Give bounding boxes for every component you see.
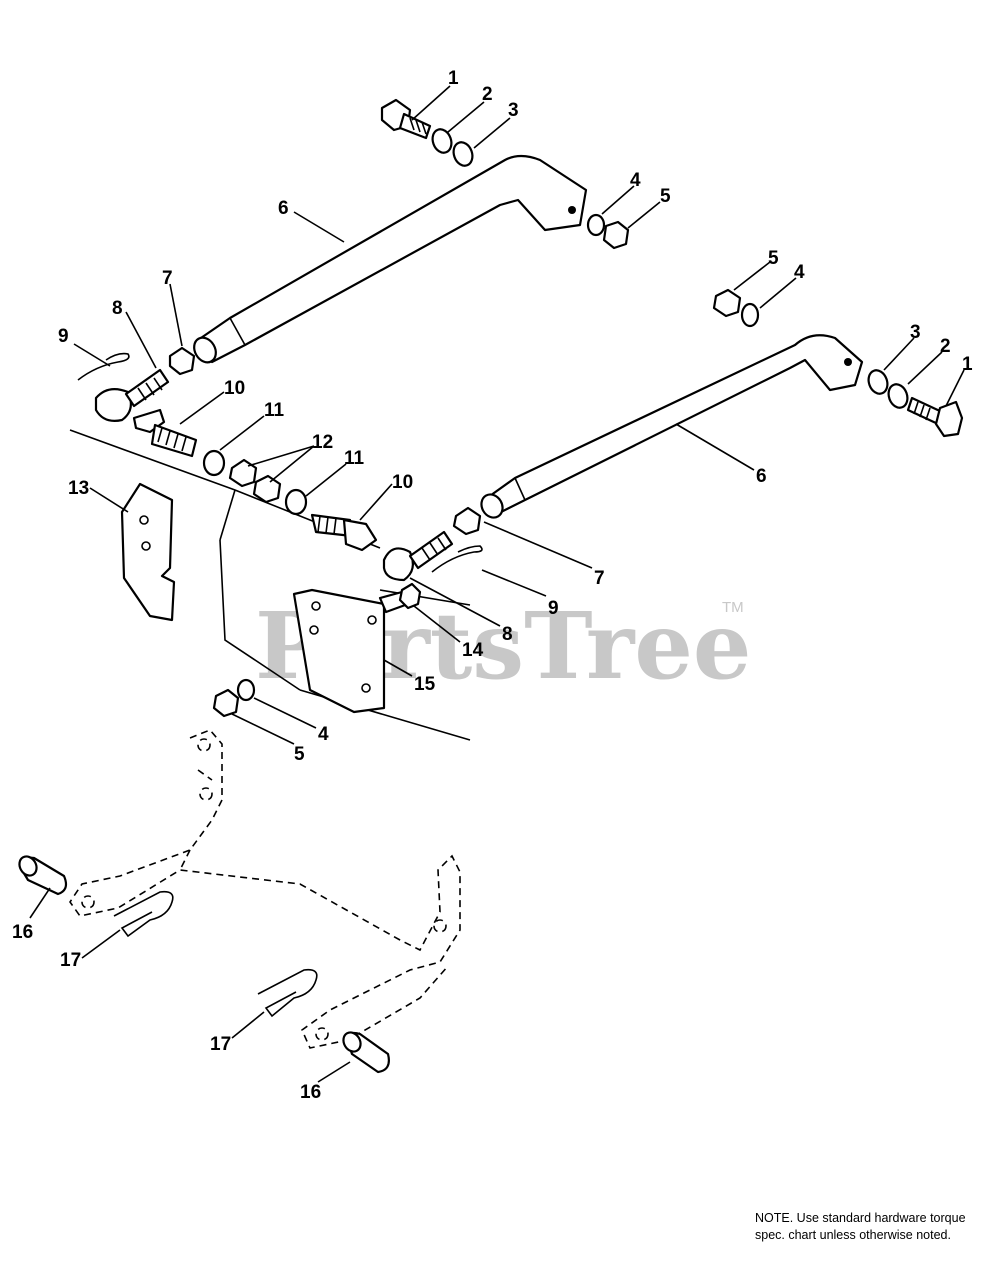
callout-label: 16 [300,1082,321,1103]
callout-label: 6 [278,198,289,219]
watermark-trademark: TM [722,599,744,616]
bracket-13 [120,482,176,622]
tie-rod-lower [480,334,864,519]
callout-label: 16 [12,922,33,943]
callouts: 1 2 3 4 5 6 7 8 9 10 11 12 13 5 4 3 2 1 … [12,68,973,1103]
callout-label: 11 [344,448,365,469]
rod-hole [568,206,576,214]
bracket-15 [212,582,422,718]
callout-label: 10 [392,472,413,493]
callout-label: 4 [630,170,641,191]
right-rod-end-assembly [310,506,483,582]
callout-label: 12 [312,432,333,453]
tie-rod-upper [193,154,588,364]
axle-linkage-dashed [69,729,461,1049]
callout-label: 6 [756,466,767,487]
left-rod-end-assembly [77,346,308,516]
rod-hole [844,358,852,366]
callout-label: 5 [294,744,305,765]
hardware-note: NOTE. Use standard hardware torque spec.… [755,1211,966,1242]
callout-label: 17 [60,950,81,971]
callout-label: 3 [910,322,921,343]
upper-bolt-hardware [380,98,630,250]
callout-label: 13 [68,478,89,499]
callout-label: 17 [210,1034,231,1055]
callout-label: 7 [162,268,173,289]
callout-label: 5 [768,248,779,269]
callout-label: 8 [112,298,123,319]
callout-label: 8 [502,624,513,645]
callout-label: 9 [58,326,69,347]
callout-label: 4 [794,262,805,283]
callout-label: 4 [318,724,329,745]
callout-label: 1 [448,68,459,89]
callout-label: 7 [594,568,605,589]
callout-label: 5 [660,186,671,207]
callout-label: 11 [264,400,285,421]
callout-label: 3 [508,100,519,121]
callout-label: 2 [940,336,951,357]
callout-label: 10 [224,378,245,399]
callout-label: 2 [482,84,493,105]
callout-label: 15 [414,674,436,695]
lower-bolt-hardware [712,288,964,438]
callout-label: 9 [548,598,559,619]
callout-label: 1 [962,354,973,375]
callout-label: 14 [462,640,484,661]
pins-and-clips [18,855,390,1074]
